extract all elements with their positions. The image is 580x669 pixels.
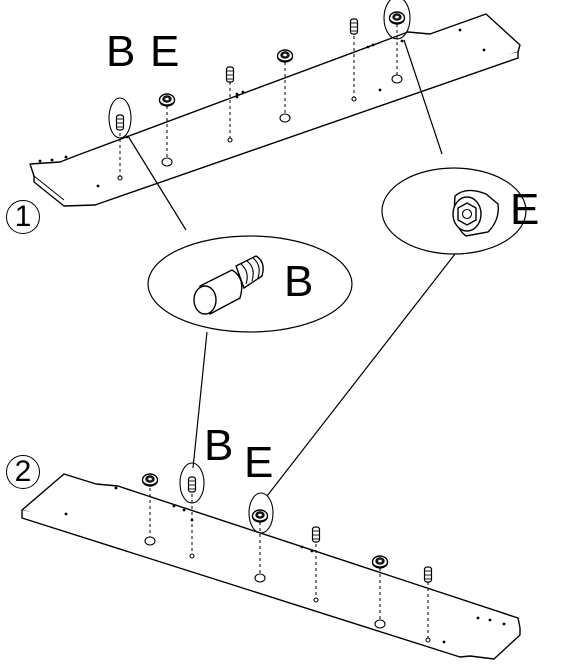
dowel-detail-icon xyxy=(193,255,264,315)
dowel-detail-callout xyxy=(147,235,353,333)
panel-1-dowel-2 xyxy=(225,66,235,83)
step-1-marker: 1 xyxy=(6,200,40,234)
panel-2-front-edge xyxy=(21,510,521,660)
panel-1-dowel-1 xyxy=(115,114,125,131)
panel-2-cam-lock-highlight xyxy=(248,492,274,534)
panel-1-cam-lock-2 xyxy=(276,49,294,63)
panel-1-dowel-3 xyxy=(349,18,359,35)
panel-2-cam-lock-3 xyxy=(371,555,389,569)
panel-1-label-e: E xyxy=(150,27,180,76)
panel-2-label-e: E xyxy=(244,438,274,487)
panel-2-dowel-3 xyxy=(423,566,433,583)
cam-lock-detail-callout xyxy=(381,167,527,255)
cam-lock-detail-icon xyxy=(452,189,499,237)
panel-1-label-b: B xyxy=(106,27,136,76)
step-2-marker: 2 xyxy=(6,455,40,489)
leader-lines xyxy=(127,39,456,497)
cam-lock-detail-label: E xyxy=(510,185,540,234)
panel-1-cam-lock-highlight xyxy=(383,0,411,40)
panel-1-cam-lock-3 xyxy=(388,11,406,25)
panel-2-dowel-2 xyxy=(311,526,321,543)
panel-2-cam-lock-2 xyxy=(251,509,269,523)
dowel-detail-label: B xyxy=(284,257,314,306)
panel-1-cam-lock-1 xyxy=(158,93,176,107)
panel-1-dowel-highlight xyxy=(108,97,132,139)
panel-1 xyxy=(29,0,521,207)
panel-2-dowel-highlight xyxy=(179,462,205,504)
panel-2-dowel-1 xyxy=(187,476,197,493)
panel-1-front-edge xyxy=(33,52,519,207)
panel-2-label-b: B xyxy=(204,421,234,470)
panel-2-cam-lock-1 xyxy=(141,473,159,487)
panel-2 xyxy=(21,462,521,660)
